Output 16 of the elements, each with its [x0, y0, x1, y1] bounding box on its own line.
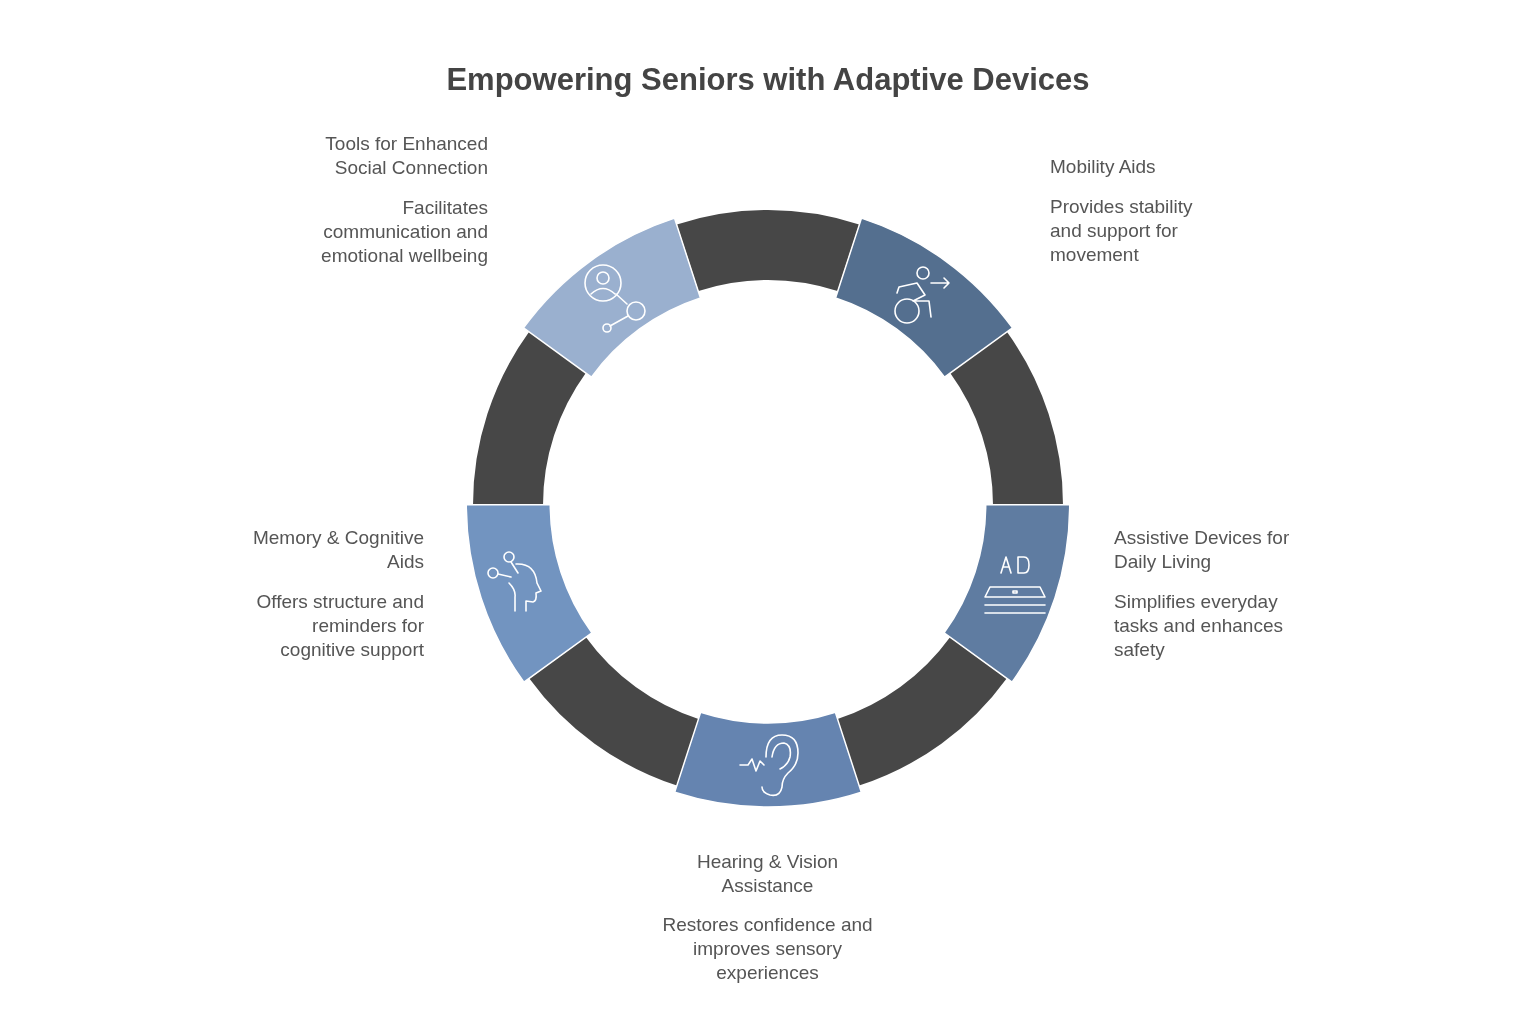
step-heading: Tools for Enhanced Social Connection — [324, 132, 488, 180]
step-description: Restores confidence and improves sensory experiences — [661, 913, 874, 985]
ring-band — [837, 637, 1007, 786]
step-description: Provides stability and support for movement — [1050, 195, 1194, 267]
step-description: Facilitates communication and emotional wellbeing — [320, 196, 488, 268]
step-description: Simplifies everyday tasks and enhances safety — [1114, 590, 1284, 662]
step-heading: Hearing & Vision Assistance — [695, 850, 840, 898]
ring-band — [950, 331, 1063, 505]
step-heading: Memory & Cognitive Aids — [251, 526, 424, 574]
diagram-title: Empowering Seniors with Adaptive Devices — [445, 62, 1091, 98]
step-description: Offers structure and reminders for cognitive support — [255, 590, 424, 662]
step-heading: Mobility Aids — [1050, 155, 1157, 179]
ring-band — [529, 637, 699, 786]
ring-band — [676, 210, 860, 291]
step-heading: Assistive Devices for Daily Living — [1114, 526, 1291, 574]
ring-band — [473, 331, 586, 505]
